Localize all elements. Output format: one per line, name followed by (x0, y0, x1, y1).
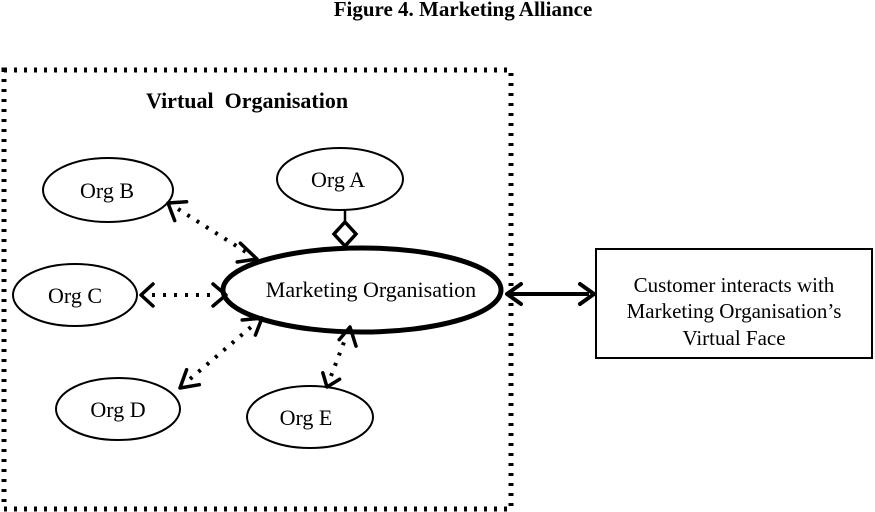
arrowhead-icon (235, 241, 259, 264)
org-e-label: Org E (280, 405, 333, 430)
virtual-organisation-label: Virtual Organisation (146, 88, 348, 113)
customer-box-border (595, 248, 873, 359)
org-e-ellipse (246, 385, 374, 449)
customer-box-line-3: Virtual Face (682, 326, 785, 350)
customer-link (505, 282, 596, 306)
customer-box: Customer interacts with Marketing Organi… (595, 248, 873, 359)
diamond-icon (331, 219, 359, 249)
arrowhead-icon (321, 371, 342, 389)
org-e-link (321, 325, 358, 389)
customer-box-line-2: Marketing Organisation’s (627, 299, 842, 323)
org-c-ellipse (12, 263, 138, 327)
org-b-label: Org B (80, 178, 134, 203)
arrowhead-icon (578, 282, 596, 306)
org-e-node: Org E (246, 385, 374, 449)
virtual-organisation-boundary (1, 67, 514, 512)
org-d-label: Org D (90, 397, 145, 422)
org-c-label: Org C (48, 283, 102, 308)
org-a-node: Org A (276, 147, 404, 211)
org-d-node: Org D (55, 377, 181, 441)
arrowhead-icon (166, 200, 189, 223)
marketing-organisation-ellipse (220, 245, 504, 335)
org-b-node: Org B (42, 157, 174, 223)
arrowhead-icon (337, 325, 358, 348)
org-a-aggregation-link (331, 210, 359, 249)
arrowhead-icon (178, 367, 202, 390)
org-c-link (139, 282, 228, 308)
arrowhead-icon (240, 316, 264, 337)
org-b-ellipse (42, 157, 174, 223)
org-d-link-line (188, 325, 253, 381)
org-b-link (166, 200, 259, 264)
org-c-node: Org C (12, 263, 138, 327)
marketing-organisation-label: Marketing Organisation (266, 277, 476, 302)
org-b-link-line (176, 207, 251, 256)
org-d-ellipse (55, 377, 181, 441)
org-a-ellipse (276, 147, 404, 211)
arrowhead-icon (505, 282, 523, 306)
arrowhead-icon (211, 282, 228, 308)
marketing-organisation-node: Marketing Organisation (220, 245, 504, 335)
customer-box-line-1: Customer interacts with (634, 273, 835, 297)
figure-title: Figure 4. Marketing Alliance (334, 0, 593, 21)
org-e-link-line (329, 336, 348, 377)
arrowhead-icon (139, 282, 155, 308)
org-a-label: Org A (311, 167, 365, 192)
org-d-link (178, 316, 264, 390)
